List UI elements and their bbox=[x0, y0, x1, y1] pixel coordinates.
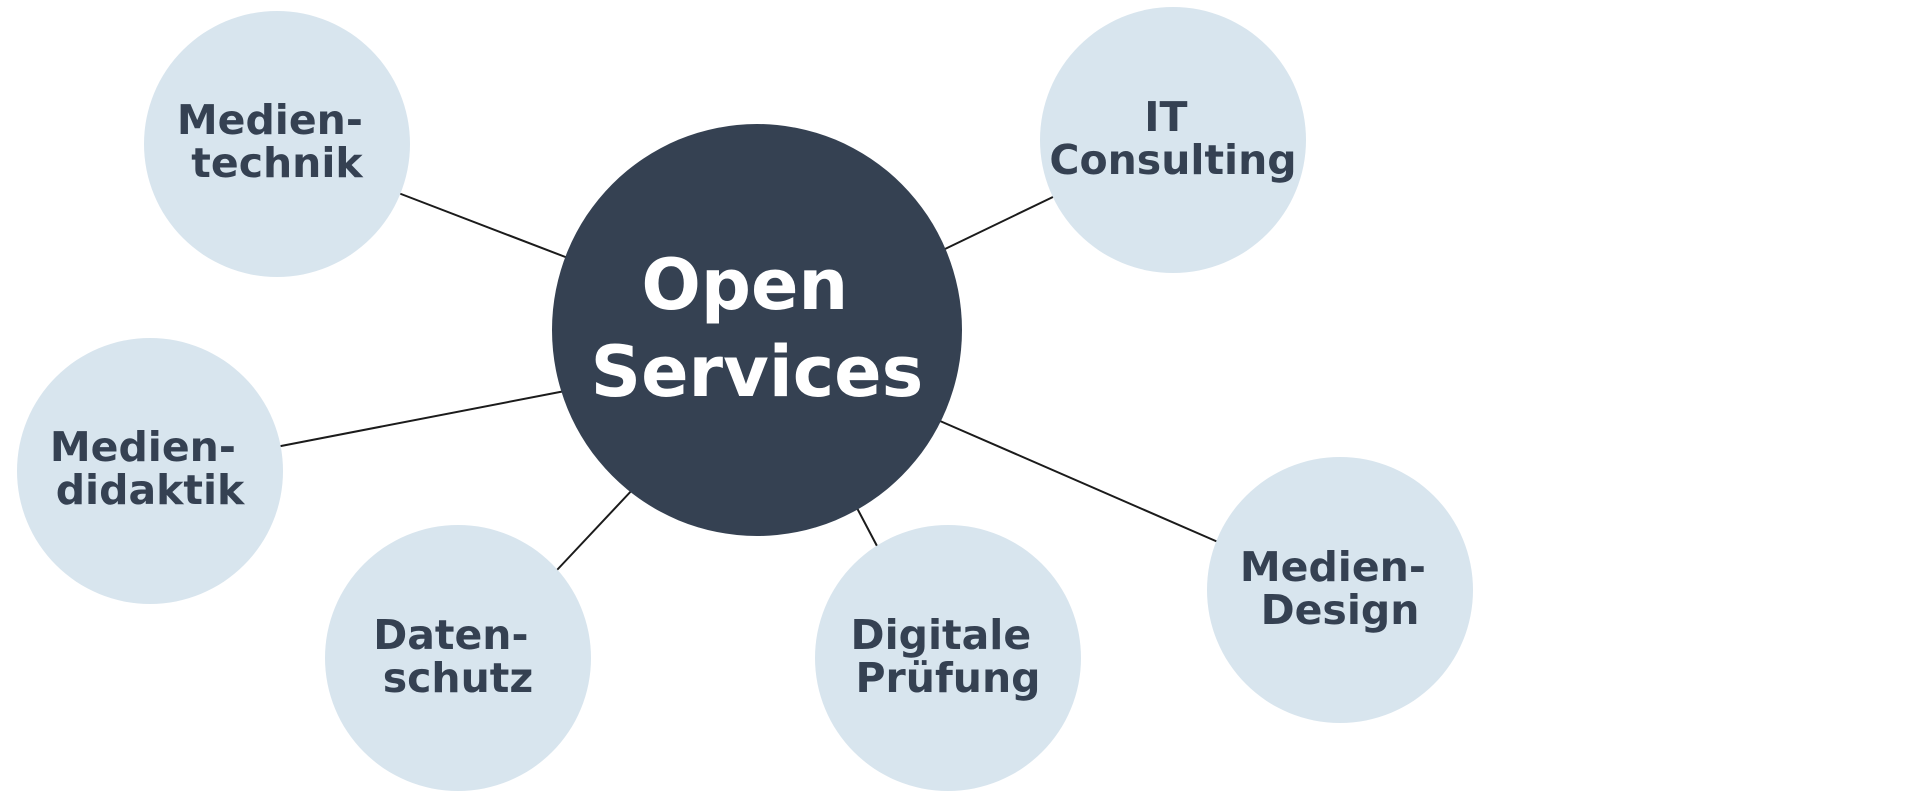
node-circle bbox=[325, 525, 591, 791]
node-label-line-2: didaktik bbox=[56, 466, 246, 514]
node-label: Medien- Design bbox=[1240, 543, 1440, 634]
node-label-line-1: Medien- bbox=[50, 423, 236, 471]
node-digitale-pruefung: Digitale Prüfung bbox=[815, 525, 1081, 791]
node-label: Medien- technik bbox=[177, 96, 377, 187]
node-label: Medien- didaktik bbox=[50, 423, 250, 514]
node-circle bbox=[144, 11, 410, 277]
node-circle bbox=[17, 338, 283, 604]
center-label-line-2: Services bbox=[591, 331, 924, 413]
node-medientechnik: Medien- technik bbox=[144, 11, 410, 277]
node-label-line-2: Prüfung bbox=[855, 654, 1040, 702]
node-it-consulting: IT Consulting bbox=[1040, 7, 1306, 273]
node-label: Digitale Prüfung bbox=[851, 611, 1046, 702]
center-label-line-1: Open bbox=[641, 244, 848, 326]
node-label-line-2: Consulting bbox=[1049, 136, 1296, 184]
node-label: Daten- schutz bbox=[373, 611, 543, 702]
node-circle bbox=[1207, 457, 1473, 723]
node-label-line-2: technik bbox=[191, 139, 364, 187]
node-mediendidaktik: Medien- didaktik bbox=[17, 338, 283, 604]
node-label-line-1: IT bbox=[1144, 93, 1187, 141]
node-label-line-2: schutz bbox=[383, 654, 534, 702]
connector-digitale-pruefung bbox=[856, 507, 878, 547]
connector-mediendidaktik bbox=[280, 390, 566, 447]
node-label-line-1: Daten- bbox=[373, 611, 528, 659]
center-node: Open Services bbox=[552, 124, 962, 536]
connector-datenschutz bbox=[556, 487, 635, 571]
center-circle bbox=[552, 124, 962, 536]
connector-it-consulting bbox=[944, 195, 1056, 250]
node-datenschutz: Daten- schutz bbox=[325, 525, 591, 791]
node-circle bbox=[1040, 7, 1306, 273]
node-medien-design: Medien- Design bbox=[1207, 457, 1473, 723]
connectors bbox=[280, 193, 1219, 571]
node-label-line-1: Medien- bbox=[1240, 543, 1426, 591]
node-label: IT Consulting bbox=[1049, 93, 1296, 184]
node-label-line-1: Digitale bbox=[851, 611, 1032, 659]
connector-medien-design bbox=[939, 420, 1219, 543]
node-circle bbox=[815, 525, 1081, 791]
node-label-line-1: Medien- bbox=[177, 96, 363, 144]
center-label: Open Services bbox=[591, 244, 924, 413]
node-label-line-2: Design bbox=[1261, 586, 1420, 634]
connector-medientechnik bbox=[400, 193, 569, 259]
